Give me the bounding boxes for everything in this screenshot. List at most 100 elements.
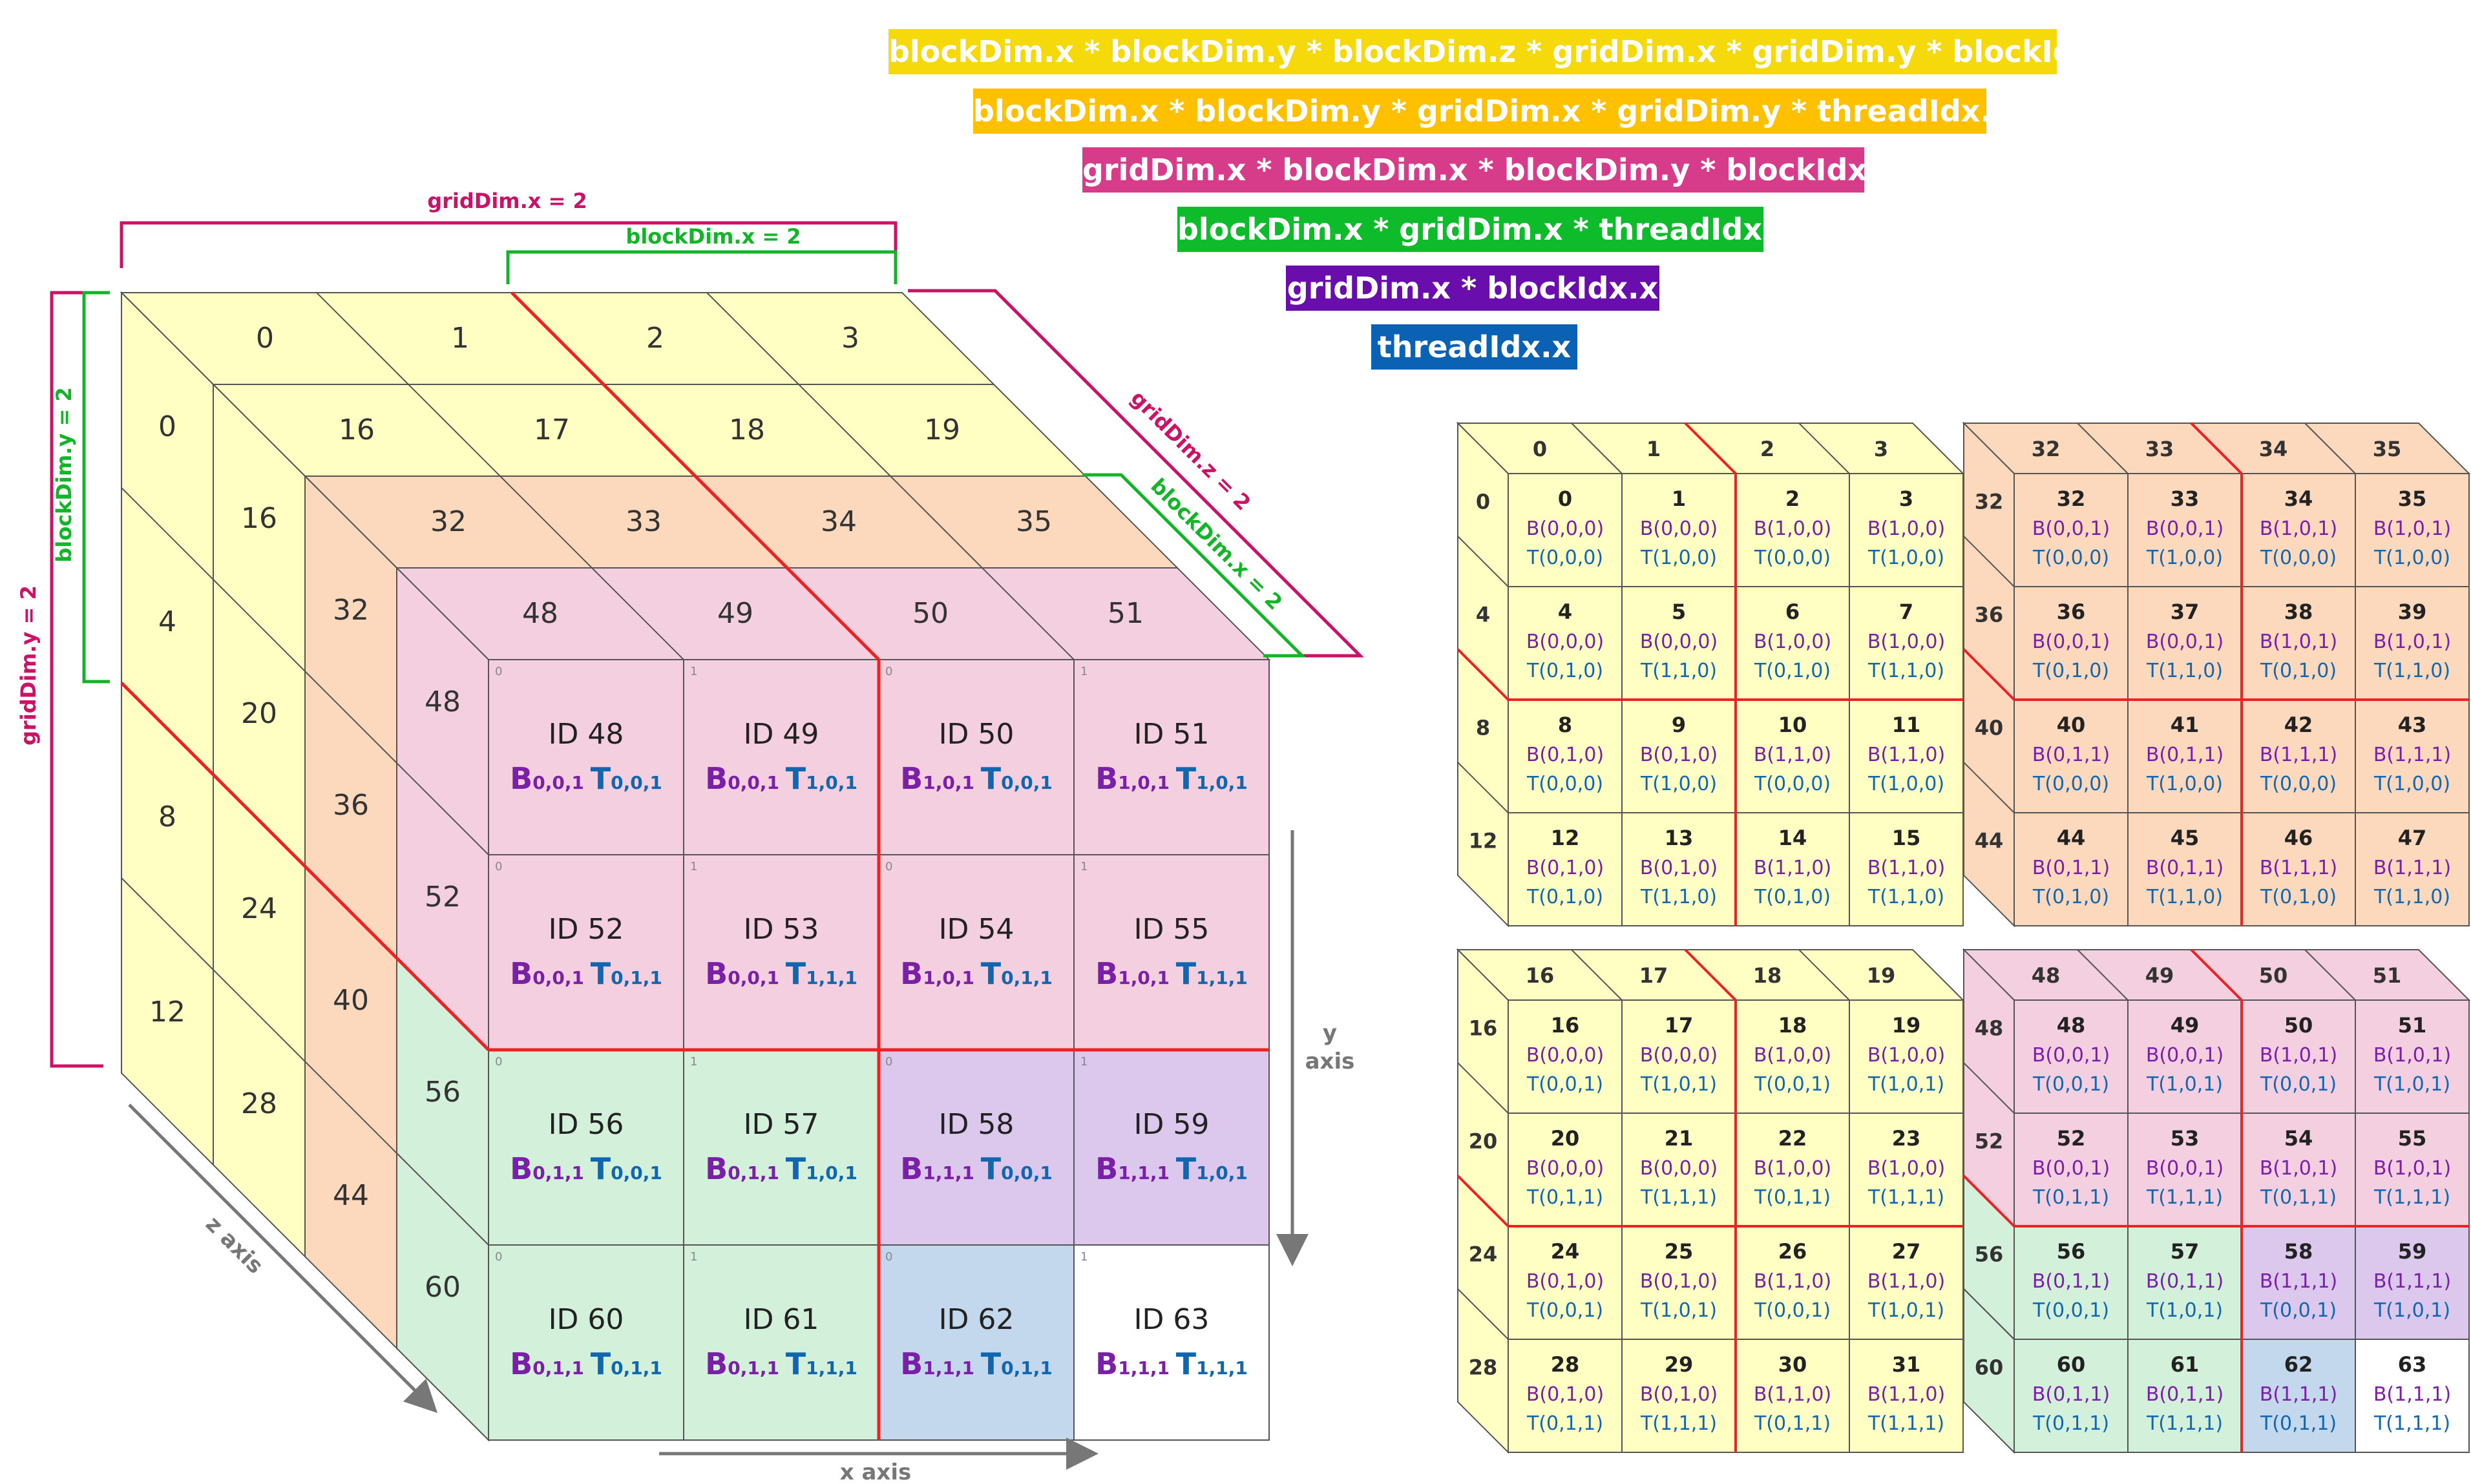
- small-thread-cell-12: [1508, 812, 1623, 926]
- thread-cell-61: [683, 1244, 879, 1441]
- small-thread-index-24: T(0,0,1): [1526, 1299, 1603, 1322]
- small-block-index-43: B(1,1,1): [2373, 744, 2451, 766]
- b-symbol: B: [900, 956, 923, 991]
- small-thread-id-20: 20: [1551, 1126, 1580, 1151]
- small-thread-cell-33: [2127, 473, 2242, 587]
- small-top-label-17: 17: [1639, 963, 1668, 988]
- t-symbol: T: [591, 956, 611, 991]
- small-block-index-38: B(1,0,1): [2260, 631, 2337, 653]
- small-block-index-17: B(0,0,0): [1640, 1044, 1718, 1067]
- small-block-index-49: B(0,0,1): [2146, 1044, 2224, 1067]
- small-thread-id-39: 39: [2398, 600, 2427, 624]
- small-thread-index-61: T(1,1,1): [2146, 1412, 2223, 1435]
- b-index: 1,1,1: [923, 1162, 980, 1184]
- small-thread-id-26: 26: [1778, 1239, 1807, 1264]
- t-symbol: T: [786, 1151, 806, 1186]
- thread-id-52: ID 52: [549, 913, 624, 946]
- small-thread-cell-37: [2127, 586, 2242, 700]
- small-thread-index-35: T(1,0,0): [2373, 547, 2450, 569]
- small-block-index-42: B(1,1,1): [2260, 744, 2337, 766]
- small-thread-id-58: 58: [2284, 1239, 2313, 1264]
- cube-side-label-36: 36: [333, 789, 369, 822]
- small-thread-index-55: T(1,1,1): [2373, 1186, 2450, 1209]
- small-thread-id-28: 28: [1551, 1352, 1580, 1377]
- small-top-label-50: 50: [2259, 963, 2288, 988]
- b-symbol: B: [1095, 1151, 1118, 1186]
- small-thread-index-6: T(0,1,0): [1754, 660, 1831, 682]
- cube-side-label-48: 48: [425, 685, 461, 718]
- small-side-label-44: 44: [1975, 829, 2004, 853]
- b-symbol: B: [510, 1346, 532, 1381]
- small-thread-index-41: T(1,0,0): [2146, 773, 2223, 795]
- thread-cell-49: [683, 659, 879, 855]
- block-dim-x-side-bracket: [1082, 473, 1307, 658]
- thread-id-54: ID 54: [939, 913, 1015, 946]
- cube-side-label-40: 40: [333, 984, 369, 1017]
- t-symbol: T: [981, 1346, 1002, 1381]
- t-index: 1,0,1: [806, 772, 857, 793]
- small-block-index-59: B(1,1,1): [2373, 1270, 2451, 1293]
- small-thread-id-37: 37: [2171, 600, 2200, 624]
- small-thread-index-36: T(0,1,0): [2032, 660, 2109, 682]
- small-thread-id-35: 35: [2398, 486, 2427, 511]
- small-block-index-23: B(1,0,0): [1867, 1157, 1945, 1180]
- small-thread-id-34: 34: [2284, 486, 2313, 511]
- b-symbol: B: [705, 1151, 728, 1186]
- small-block-index-57: B(0,1,1): [2146, 1270, 2224, 1293]
- small-thread-cell-59: [2355, 1226, 2470, 1340]
- small-thread-index-17: T(1,0,1): [1640, 1073, 1717, 1096]
- b-index: 1,0,1: [923, 967, 980, 988]
- small-block-index-45: B(0,1,1): [2146, 857, 2224, 879]
- thread-cell-48: [488, 659, 684, 855]
- thread-cell-63: [1073, 1244, 1270, 1441]
- small-block-boundary-side: [1456, 648, 1509, 701]
- small-thread-index-14: T(0,1,0): [1754, 886, 1831, 908]
- cube-side-label-20: 20: [241, 697, 277, 730]
- thread-bt-label-55: B1,0,1 T1,1,1: [1095, 956, 1248, 991]
- small-block-index-44: B(0,1,1): [2032, 857, 2110, 879]
- small-thread-cell-43: [2355, 699, 2470, 813]
- thread-cell-59: [1073, 1049, 1270, 1246]
- cube-top-label-1: 1: [451, 322, 469, 355]
- small-thread-cell-34: [2241, 473, 2356, 587]
- b-index: 0,0,1: [532, 772, 590, 793]
- small-thread-cell-48: [2014, 999, 2129, 1114]
- small-thread-id-40: 40: [2057, 713, 2086, 737]
- small-thread-id-53: 53: [2171, 1126, 2200, 1151]
- thread-id-50: ID 50: [939, 718, 1015, 751]
- small-side-divider: [1963, 1288, 2015, 1340]
- small-thread-id-57: 57: [2171, 1239, 2200, 1264]
- small-block-index-13: B(0,1,0): [1640, 857, 1718, 879]
- small-block-boundary-side: [1962, 1175, 2015, 1228]
- small-top-divider: [2077, 423, 2129, 474]
- t-index: 1,0,1: [1196, 772, 1248, 793]
- small-side-divider: [1963, 1062, 2015, 1114]
- cube-side-label-32: 32: [333, 594, 369, 627]
- small-thread-cell-23: [1849, 1113, 1964, 1227]
- t-index: 0,0,1: [611, 772, 662, 793]
- t-symbol: T: [1176, 1151, 1197, 1186]
- thread-bt-label-60: B0,1,1 T0,1,1: [510, 1346, 662, 1381]
- small-block-index-3: B(1,0,0): [1867, 517, 1945, 540]
- small-block-index-51: B(1,0,1): [2373, 1044, 2451, 1067]
- thread-cell-53: [683, 854, 879, 1050]
- small-top-label-16: 16: [1526, 963, 1555, 988]
- cell-corner-index: 0: [885, 1055, 892, 1069]
- t-index: 0,0,1: [1001, 772, 1053, 793]
- small-block-index-55: B(1,0,1): [2373, 1157, 2451, 1180]
- small-thread-index-22: T(0,1,1): [1754, 1186, 1831, 1209]
- thread-cell-52: [488, 854, 684, 1050]
- small-thread-index-32: T(0,0,0): [2032, 547, 2109, 569]
- cube-top-label-34: 34: [821, 505, 857, 538]
- small-thread-cell-3: [1849, 473, 1964, 587]
- small-thread-id-15: 15: [1892, 826, 1921, 850]
- small-thread-index-4: T(0,1,0): [1526, 660, 1603, 682]
- small-thread-index-54: T(0,1,1): [2260, 1186, 2337, 1209]
- small-thread-id-17: 17: [1665, 1013, 1694, 1038]
- b-index: 1,1,1: [1118, 1357, 1175, 1379]
- small-thread-cell-7: [1849, 586, 1964, 700]
- cube-top-label-17: 17: [534, 413, 570, 446]
- cell-corner-index: 1: [690, 860, 697, 873]
- small-thread-cell-17: [1621, 999, 1736, 1114]
